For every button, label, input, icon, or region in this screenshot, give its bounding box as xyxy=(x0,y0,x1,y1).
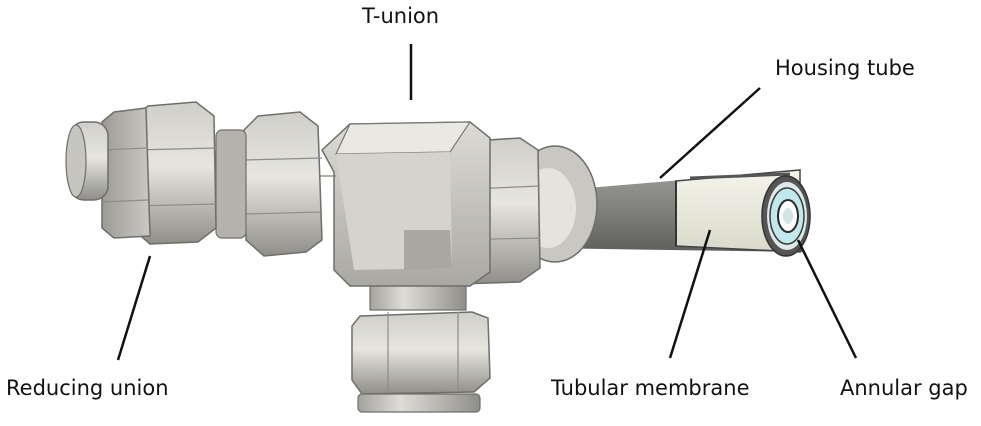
label-tubular-membrane: Tubular membrane xyxy=(551,376,750,400)
label-t-union: T-union xyxy=(362,4,440,28)
leader-tubular-membrane xyxy=(668,229,712,359)
leader-housing-tube xyxy=(659,87,761,179)
middle-left-nut xyxy=(215,111,323,257)
reducing-union-hex xyxy=(101,101,217,245)
t-union-body xyxy=(320,121,491,287)
label-housing-tube: Housing tube xyxy=(775,56,915,80)
label-reducing-union: Reducing union xyxy=(6,376,169,400)
reducing-union-end xyxy=(65,121,109,201)
leader-lines xyxy=(116,44,858,361)
t-union-bottom-nut xyxy=(351,275,491,413)
tube-end xyxy=(761,175,811,257)
label-annular-gap: Annular gap xyxy=(840,376,968,400)
leader-annular-gap xyxy=(796,239,858,359)
leader-reducing-union xyxy=(116,255,152,361)
